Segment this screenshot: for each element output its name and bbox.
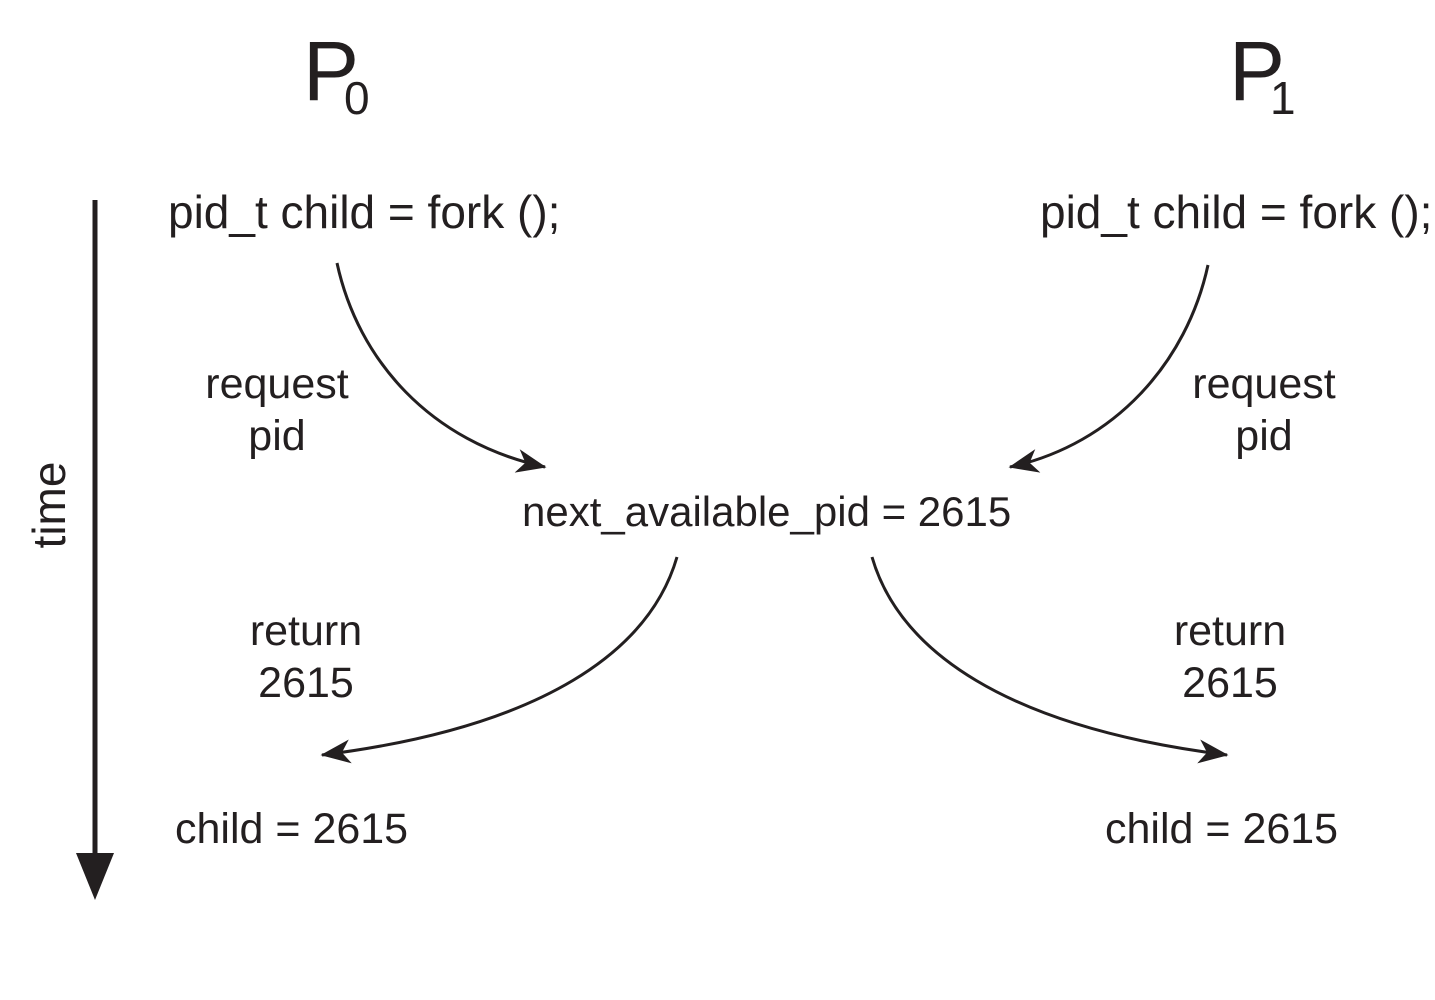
process-p1-subscript: 1	[1270, 72, 1296, 124]
p1-result-label: child = 2615	[1105, 805, 1338, 853]
return-pid-arrow-p1	[870, 556, 1229, 764]
p1-request-line1: request	[1192, 360, 1335, 408]
p1-return-line2: 2615	[1182, 659, 1278, 707]
request-pid-arrow-p0	[335, 262, 547, 473]
p0-request-label: request pid	[205, 360, 348, 460]
p0-fork-statement: pid_t child = fork ();	[168, 186, 560, 238]
process-p0-subscript: 0	[344, 72, 370, 124]
process-p1-symbol: P	[1229, 24, 1285, 118]
p0-request-line2: pid	[248, 412, 305, 460]
p1-return-line1: return	[1174, 607, 1286, 655]
process-p0-symbol: P	[303, 24, 359, 118]
p0-return-line2: 2615	[258, 659, 354, 707]
time-axis-label: time	[23, 462, 75, 549]
p0-return-label: return 2615	[250, 607, 362, 707]
kernel-variable-label: next_available_pid = 2615	[522, 488, 1011, 535]
p1-return-label: return 2615	[1174, 607, 1286, 707]
p0-result-label: child = 2615	[175, 805, 408, 853]
process-p1-header: P 1	[1229, 24, 1296, 124]
p1-request-label: request pid	[1192, 360, 1335, 460]
p1-fork-statement: pid_t child = fork ();	[1040, 186, 1432, 238]
arrow-down-icon	[76, 853, 114, 900]
time-axis: time	[23, 200, 114, 900]
p0-request-line1: request	[205, 360, 348, 408]
p0-return-line1: return	[250, 607, 362, 655]
p1-request-line2: pid	[1235, 412, 1292, 460]
return-pid-arrow-p0	[320, 556, 679, 764]
request-pid-arrow-p1	[1008, 264, 1210, 473]
process-p0-header: P 0	[303, 24, 370, 124]
